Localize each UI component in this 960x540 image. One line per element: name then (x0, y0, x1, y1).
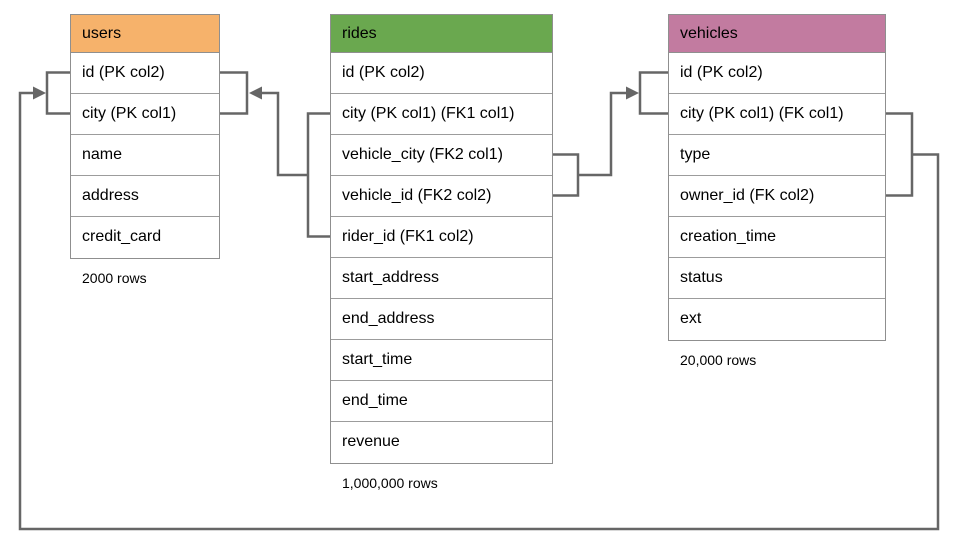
vehicles-column-row: type (669, 135, 885, 176)
users-column-row: address (71, 176, 219, 217)
rides-column-row: vehicle_city (FK2 col1) (331, 135, 552, 176)
table-header-rides: rides (331, 15, 552, 53)
rides-column-row: start_address (331, 258, 552, 299)
rides-column-row: end_address (331, 299, 552, 340)
connector-vehicles-to-users-loop (18, 91, 940, 531)
connector-rides-fk1-bracket (306, 112, 330, 238)
vehicles-column-row: city (PK col1) (FK col1) (669, 94, 885, 135)
users-row-count: 2000 rows (82, 270, 147, 286)
connector-rides-fk2-bracket (553, 153, 580, 197)
vehicles-column-row: status (669, 258, 885, 299)
users-column-row: credit_card (71, 217, 219, 258)
connector-users-pk-left-bracket (45, 71, 70, 115)
vehicles-column-row: owner_id (FK col2) (669, 176, 885, 217)
connector-rides-to-vehicles (553, 71, 668, 197)
connector-vehicles-pk-left-bracket (638, 71, 668, 115)
rides-column-row: revenue (331, 422, 552, 463)
vehicles-column-row: ext (669, 299, 885, 340)
vehicles-column-row: id (PK col2) (669, 53, 885, 94)
table-header-users: users (71, 15, 219, 53)
connector-rides-to-vehicles-stem (578, 91, 627, 177)
arrowhead-to-vehicles-left (626, 86, 639, 100)
users-column-row: name (71, 135, 219, 176)
connector-vehicles-fk-bracket (886, 112, 914, 197)
connector-vehicles-to-users (18, 71, 940, 531)
rides-column-row: vehicle_id (FK2 col2) (331, 176, 552, 217)
connector-rides-to-users (220, 71, 330, 238)
rides-column-row: city (PK col1) (FK1 col1) (331, 94, 552, 135)
rides-column-row: start_time (331, 340, 552, 381)
users-column-row: id (PK col2) (71, 53, 219, 94)
rides-column-row: end_time (331, 381, 552, 422)
users-column-row: city (PK col1) (71, 94, 219, 135)
table-header-vehicles: vehicles (669, 15, 885, 53)
rides-column-row: rider_id (FK1 col2) (331, 217, 552, 258)
connector-users-pk-right-bracket (220, 71, 249, 115)
rides-column-row: id (PK col2) (331, 53, 552, 94)
vehicles-row-count: 20,000 rows (680, 352, 757, 368)
rides-row-count: 1,000,000 rows (342, 475, 438, 491)
vehicles-column-row: creation_time (669, 217, 885, 258)
arrowhead-to-users-left (33, 86, 46, 100)
connector-rides-to-users-stem (252, 91, 308, 177)
arrowhead-to-users-right (249, 86, 262, 100)
